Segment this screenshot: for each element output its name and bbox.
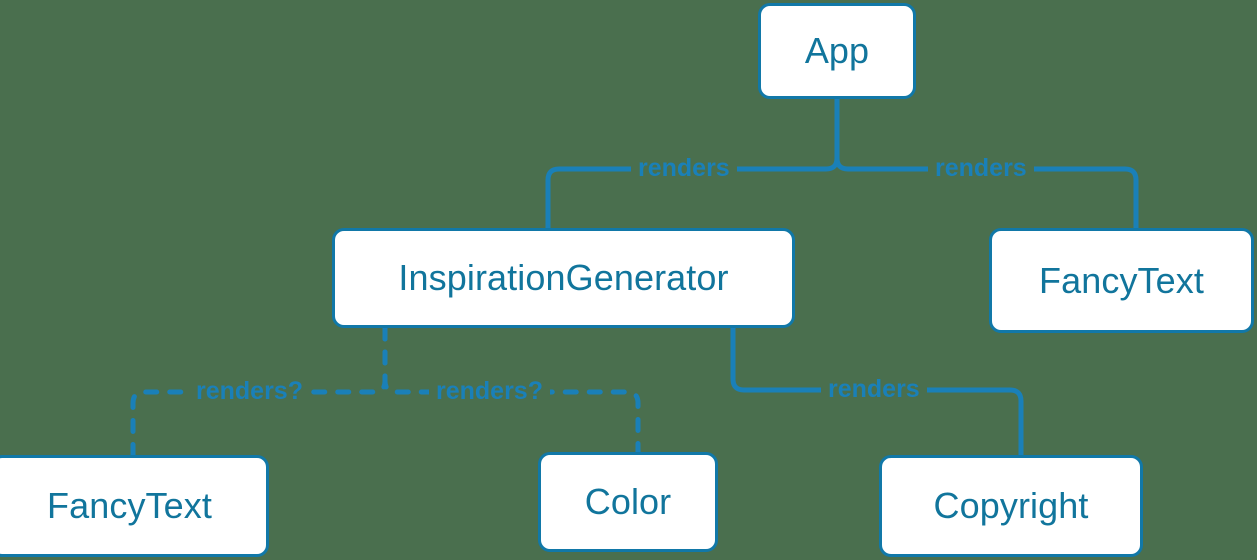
node-fancytext-right[interactable]: FancyText xyxy=(989,228,1254,333)
node-app[interactable]: App xyxy=(758,3,916,99)
node-color-label: Color xyxy=(584,481,672,522)
node-fancytext-left[interactable]: FancyText xyxy=(0,455,269,557)
node-color[interactable]: Color xyxy=(538,452,718,552)
edge-label-inspiration-to-fancytext: renders? xyxy=(189,379,310,404)
node-copyright[interactable]: Copyright xyxy=(879,455,1143,557)
edge-inspiration-to-color xyxy=(382,325,641,455)
edge-label-inspiration-to-color: renders? xyxy=(429,379,550,404)
edge-label-app-to-fancytext: renders xyxy=(928,156,1034,181)
node-copyright-label: Copyright xyxy=(933,485,1089,526)
node-inspiration-generator-label: InspirationGenerator xyxy=(398,257,729,298)
edge-app-to-inspiration xyxy=(545,155,840,231)
node-inspiration-generator[interactable]: InspirationGenerator xyxy=(332,228,795,328)
node-app-label: App xyxy=(804,30,870,71)
edge-label-app-to-inspiration: renders xyxy=(631,156,737,181)
node-fancytext-left-label: FancyText xyxy=(47,485,212,526)
node-fancytext-right-label: FancyText xyxy=(1039,259,1204,301)
edge-label-inspiration-to-copyright: renders xyxy=(821,377,927,402)
